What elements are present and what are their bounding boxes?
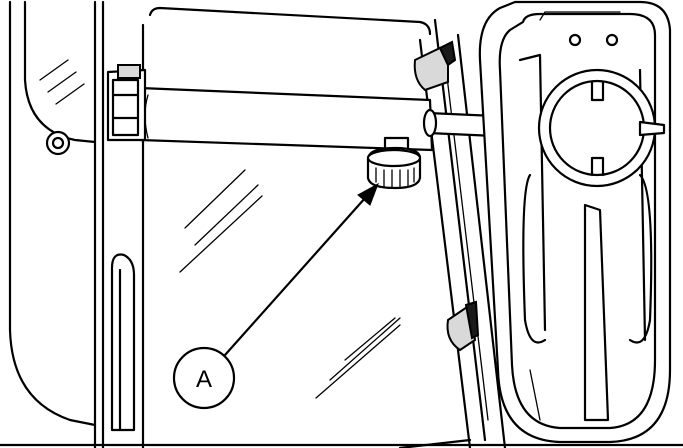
upper-pivot (413, 40, 457, 92)
arm-bracket (106, 64, 147, 142)
door-handle (110, 253, 136, 432)
door-frame (8, 0, 105, 448)
mirror-housing (478, 0, 672, 444)
mirror-mount-ring (537, 68, 666, 188)
callout-a-label: A (196, 366, 212, 393)
lower-pivot (446, 300, 480, 352)
adjustment-knob (366, 136, 422, 190)
callout-leader (223, 182, 379, 357)
frame-bolt (45, 130, 71, 156)
callout-a: A (172, 346, 236, 410)
